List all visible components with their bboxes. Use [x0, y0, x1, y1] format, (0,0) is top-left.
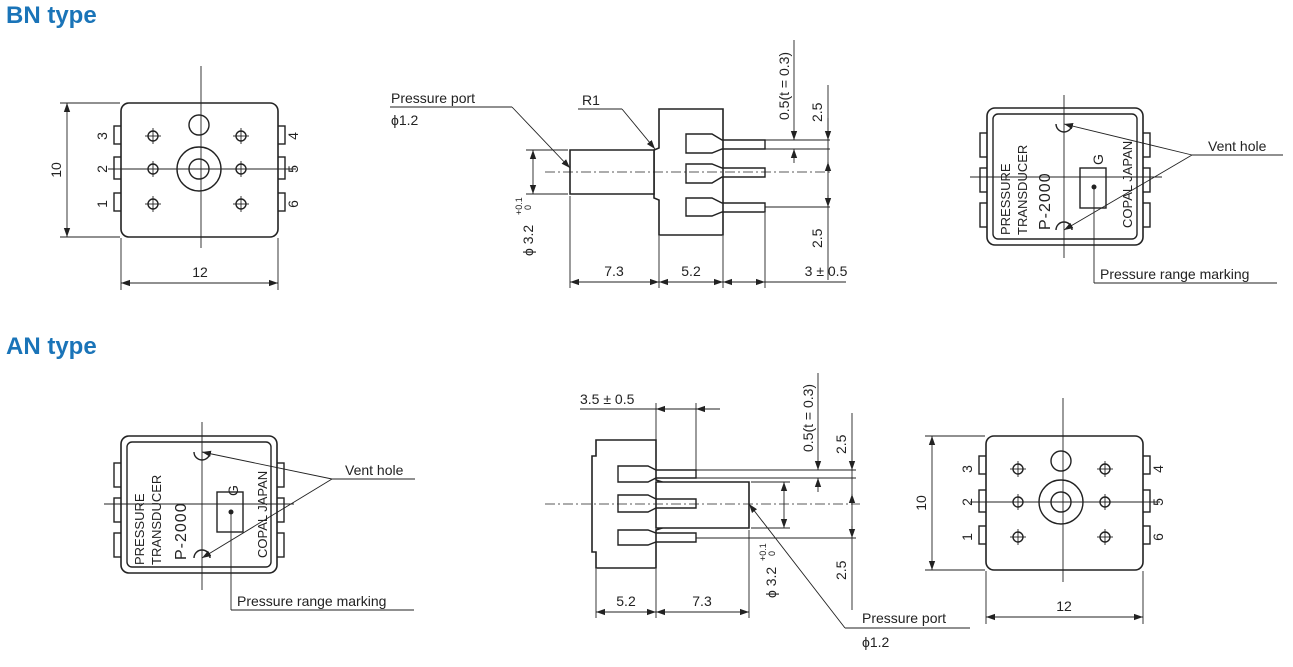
an-rear-transducer: TRANSDUCER	[149, 475, 164, 565]
an-pin-label-4: 4	[1150, 465, 1166, 473]
an-pin-label-2: 2	[959, 498, 975, 506]
an-front-height-dim: 10	[913, 495, 929, 511]
bn-front-body	[120, 102, 279, 238]
bn-pressure-port-label: Pressure port	[391, 90, 475, 106]
an-diameter-label: ϕ 3.2	[763, 567, 779, 598]
an-pitch-top: 2.5	[833, 434, 849, 454]
bn-lead-length: 3 ± 0.5	[805, 263, 848, 279]
bn-rear-brand: COPAL JAPAN	[1120, 141, 1135, 228]
bn-type-title: BN type	[6, 2, 97, 29]
an-front-view: 3 2 1 4 5 6 10 12	[913, 398, 1166, 624]
bn-rear-transducer: TRANSDUCER	[1015, 145, 1030, 235]
bn-port-length: 7.3	[604, 263, 624, 279]
bn-diameter-label: ϕ 3.2	[520, 225, 536, 256]
an-range-marking-label: Pressure range marking	[237, 593, 386, 609]
an-diameter-tol-lower: 0	[767, 551, 777, 556]
an-rear-brand: COPAL JAPAN	[255, 471, 270, 558]
an-vent-hole-label: Vent hole	[345, 462, 404, 478]
an-rear-range-mark: G	[225, 485, 241, 496]
an-rear-pressure: PRESSURE	[132, 493, 147, 565]
an-front-holes	[1010, 461, 1113, 545]
bn-diameter-tol-upper: +0.1	[514, 197, 524, 215]
bn-body-length: 5.2	[681, 263, 701, 279]
an-pin-label-1: 1	[959, 533, 975, 541]
an-lead-length: 3.5 ± 0.5	[580, 391, 635, 407]
bn-pitch-bottom: 2.5	[809, 228, 825, 248]
bn-front-height-dim: 10	[48, 162, 64, 178]
bn-side-view: Pressure port ϕ1.2 R1 ϕ 3.2 +0.1 0 0.5(t…	[390, 40, 848, 288]
bn-pin-label-4: 4	[285, 132, 301, 140]
bn-pitch-top: 2.5	[809, 102, 825, 122]
an-body-length: 5.2	[616, 593, 636, 609]
bn-front-width-dim: 12	[192, 264, 208, 280]
an-pin-label-5: 5	[1150, 498, 1166, 506]
an-pin-label-6: 6	[1150, 533, 1166, 541]
an-rear-view: PRESSURE TRANSDUCER P-2000 G COPAL JAPAN…	[104, 422, 415, 611]
bn-pin-label-1: 1	[94, 200, 110, 208]
bn-pin-label-3: 3	[94, 132, 110, 140]
an-pitch-bottom: 2.5	[833, 560, 849, 580]
an-diameter-tol-upper: +0.1	[758, 543, 768, 561]
bn-pin-label-2: 2	[94, 165, 110, 173]
an-pin-label-3: 3	[959, 465, 975, 473]
bn-diameter-tol-lower: 0	[523, 205, 533, 210]
an-pressure-port-label: Pressure port	[862, 610, 946, 626]
bn-port-diameter: ϕ1.2	[391, 112, 419, 128]
an-front-width-dim: 12	[1056, 598, 1072, 614]
bn-rear-view: PRESSURE TRANSDUCER P-2000 G COPAL JAPAN…	[970, 95, 1283, 284]
an-rear-model: P-2000	[173, 502, 190, 560]
bn-vent-hole-label: Vent hole	[1208, 138, 1267, 154]
bn-pin-label-5: 5	[285, 165, 301, 173]
bn-rear-model: P-2000	[1037, 172, 1054, 230]
an-port-diameter: ϕ1.2	[862, 634, 890, 650]
bn-radius-label: R1	[582, 92, 600, 108]
bn-rear-pressure: PRESSURE	[998, 163, 1013, 235]
bn-rear-range-mark: G	[1090, 154, 1106, 165]
bn-lead-thickness: 0.5(t = 0.3)	[776, 52, 792, 120]
bn-front-holes	[145, 128, 249, 212]
an-lead-thickness: 0.5(t = 0.3)	[800, 384, 816, 452]
an-side-view: 3.5 ± 0.5 0.5(t = 0.3) 2.5 2.5 ϕ 3.2 +0.…	[545, 373, 970, 650]
bn-front-view: 3 2 1 4 5 6 10 12	[48, 66, 301, 290]
bn-range-marking-label: Pressure range marking	[1100, 266, 1249, 282]
an-port-length: 7.3	[692, 593, 712, 609]
an-type-title: AN type	[6, 333, 97, 360]
bn-pin-label-6: 6	[285, 200, 301, 208]
